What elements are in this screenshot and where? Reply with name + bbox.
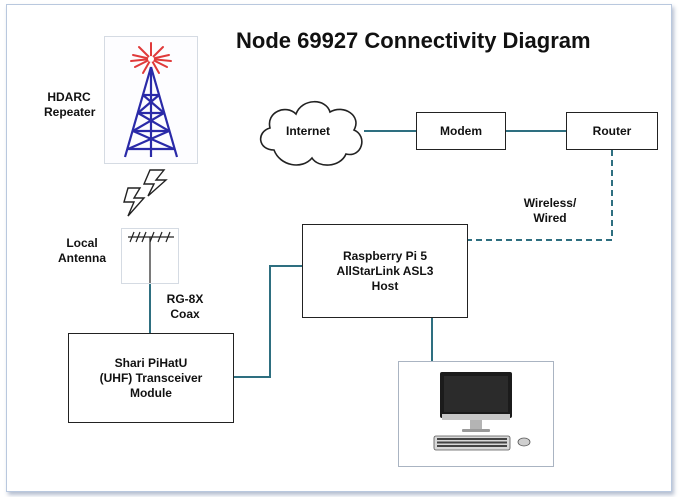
repeater-image-box xyxy=(104,36,198,164)
shari-transceiver-label: Shari PiHatU (UHF) Transceiver Module xyxy=(99,355,203,400)
raspberry-pi-label: Raspberry Pi 5 AllStarLink ASL3 Host xyxy=(336,248,434,293)
raspberry-pi-box: Raspberry Pi 5 AllStarLink ASL3 Host xyxy=(302,224,468,318)
antenna-image-box xyxy=(121,228,179,284)
diagram-title: Node 69927 Connectivity Diagram xyxy=(236,28,591,53)
internet-label: Internet xyxy=(285,124,330,138)
shari-transceiver-box: Shari PiHatU (UHF) Transceiver Module xyxy=(68,333,234,423)
yagi-antenna-icon xyxy=(128,231,174,283)
router-label: Router xyxy=(592,123,632,138)
modem-box: Modem xyxy=(416,112,506,150)
radio-tower-icon xyxy=(123,42,179,158)
modem-label: Modem xyxy=(440,123,482,138)
desktop-computer-icon xyxy=(433,372,531,451)
link-router-pi-wireless xyxy=(468,150,613,241)
wireless-wired-label: Wireless/ Wired xyxy=(523,196,577,225)
lightning-bolt-icon xyxy=(123,169,168,217)
computer-box xyxy=(398,361,554,467)
coax-label: RG-8X Coax xyxy=(166,292,204,321)
antenna-label: Local Antenna xyxy=(58,236,106,265)
link-shari-pi xyxy=(234,265,302,378)
router-box: Router xyxy=(566,112,658,150)
repeater-label: HDARC Repeater xyxy=(44,90,96,119)
cloud-icon xyxy=(259,100,363,166)
